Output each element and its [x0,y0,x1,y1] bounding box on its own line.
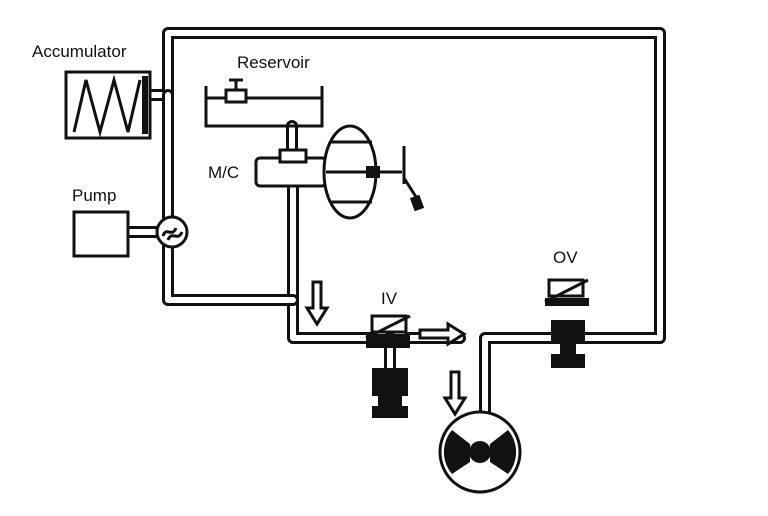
hydraulic-lines [122,27,666,451]
pump-label: Pump [72,186,116,205]
iv-label: IV [381,289,398,308]
accumulator [64,70,152,140]
solenoid-valve-icon [547,278,585,298]
master-cylinder [254,148,328,188]
pipe-outer-loop-inner [147,30,663,448]
brake-booster [322,124,380,220]
mc-label: M/C [208,163,239,182]
reservoir [204,78,324,128]
reservoir-label: Reservoir [237,53,310,72]
flow-arrows [304,280,468,417]
ov-valve [544,278,589,368]
arrow-icon [304,280,330,327]
arrow-icon [442,370,468,417]
arrow-icon [418,321,467,347]
iv-valve [365,314,411,418]
accumulator-label: Accumulator [32,42,127,61]
brake-pedal [380,146,425,212]
pipe-pump-line-inner [165,92,296,303]
solenoid-valve-icon [370,314,408,334]
ov-label: OV [553,248,578,267]
pump [72,210,189,258]
wheel-brake [438,410,522,494]
